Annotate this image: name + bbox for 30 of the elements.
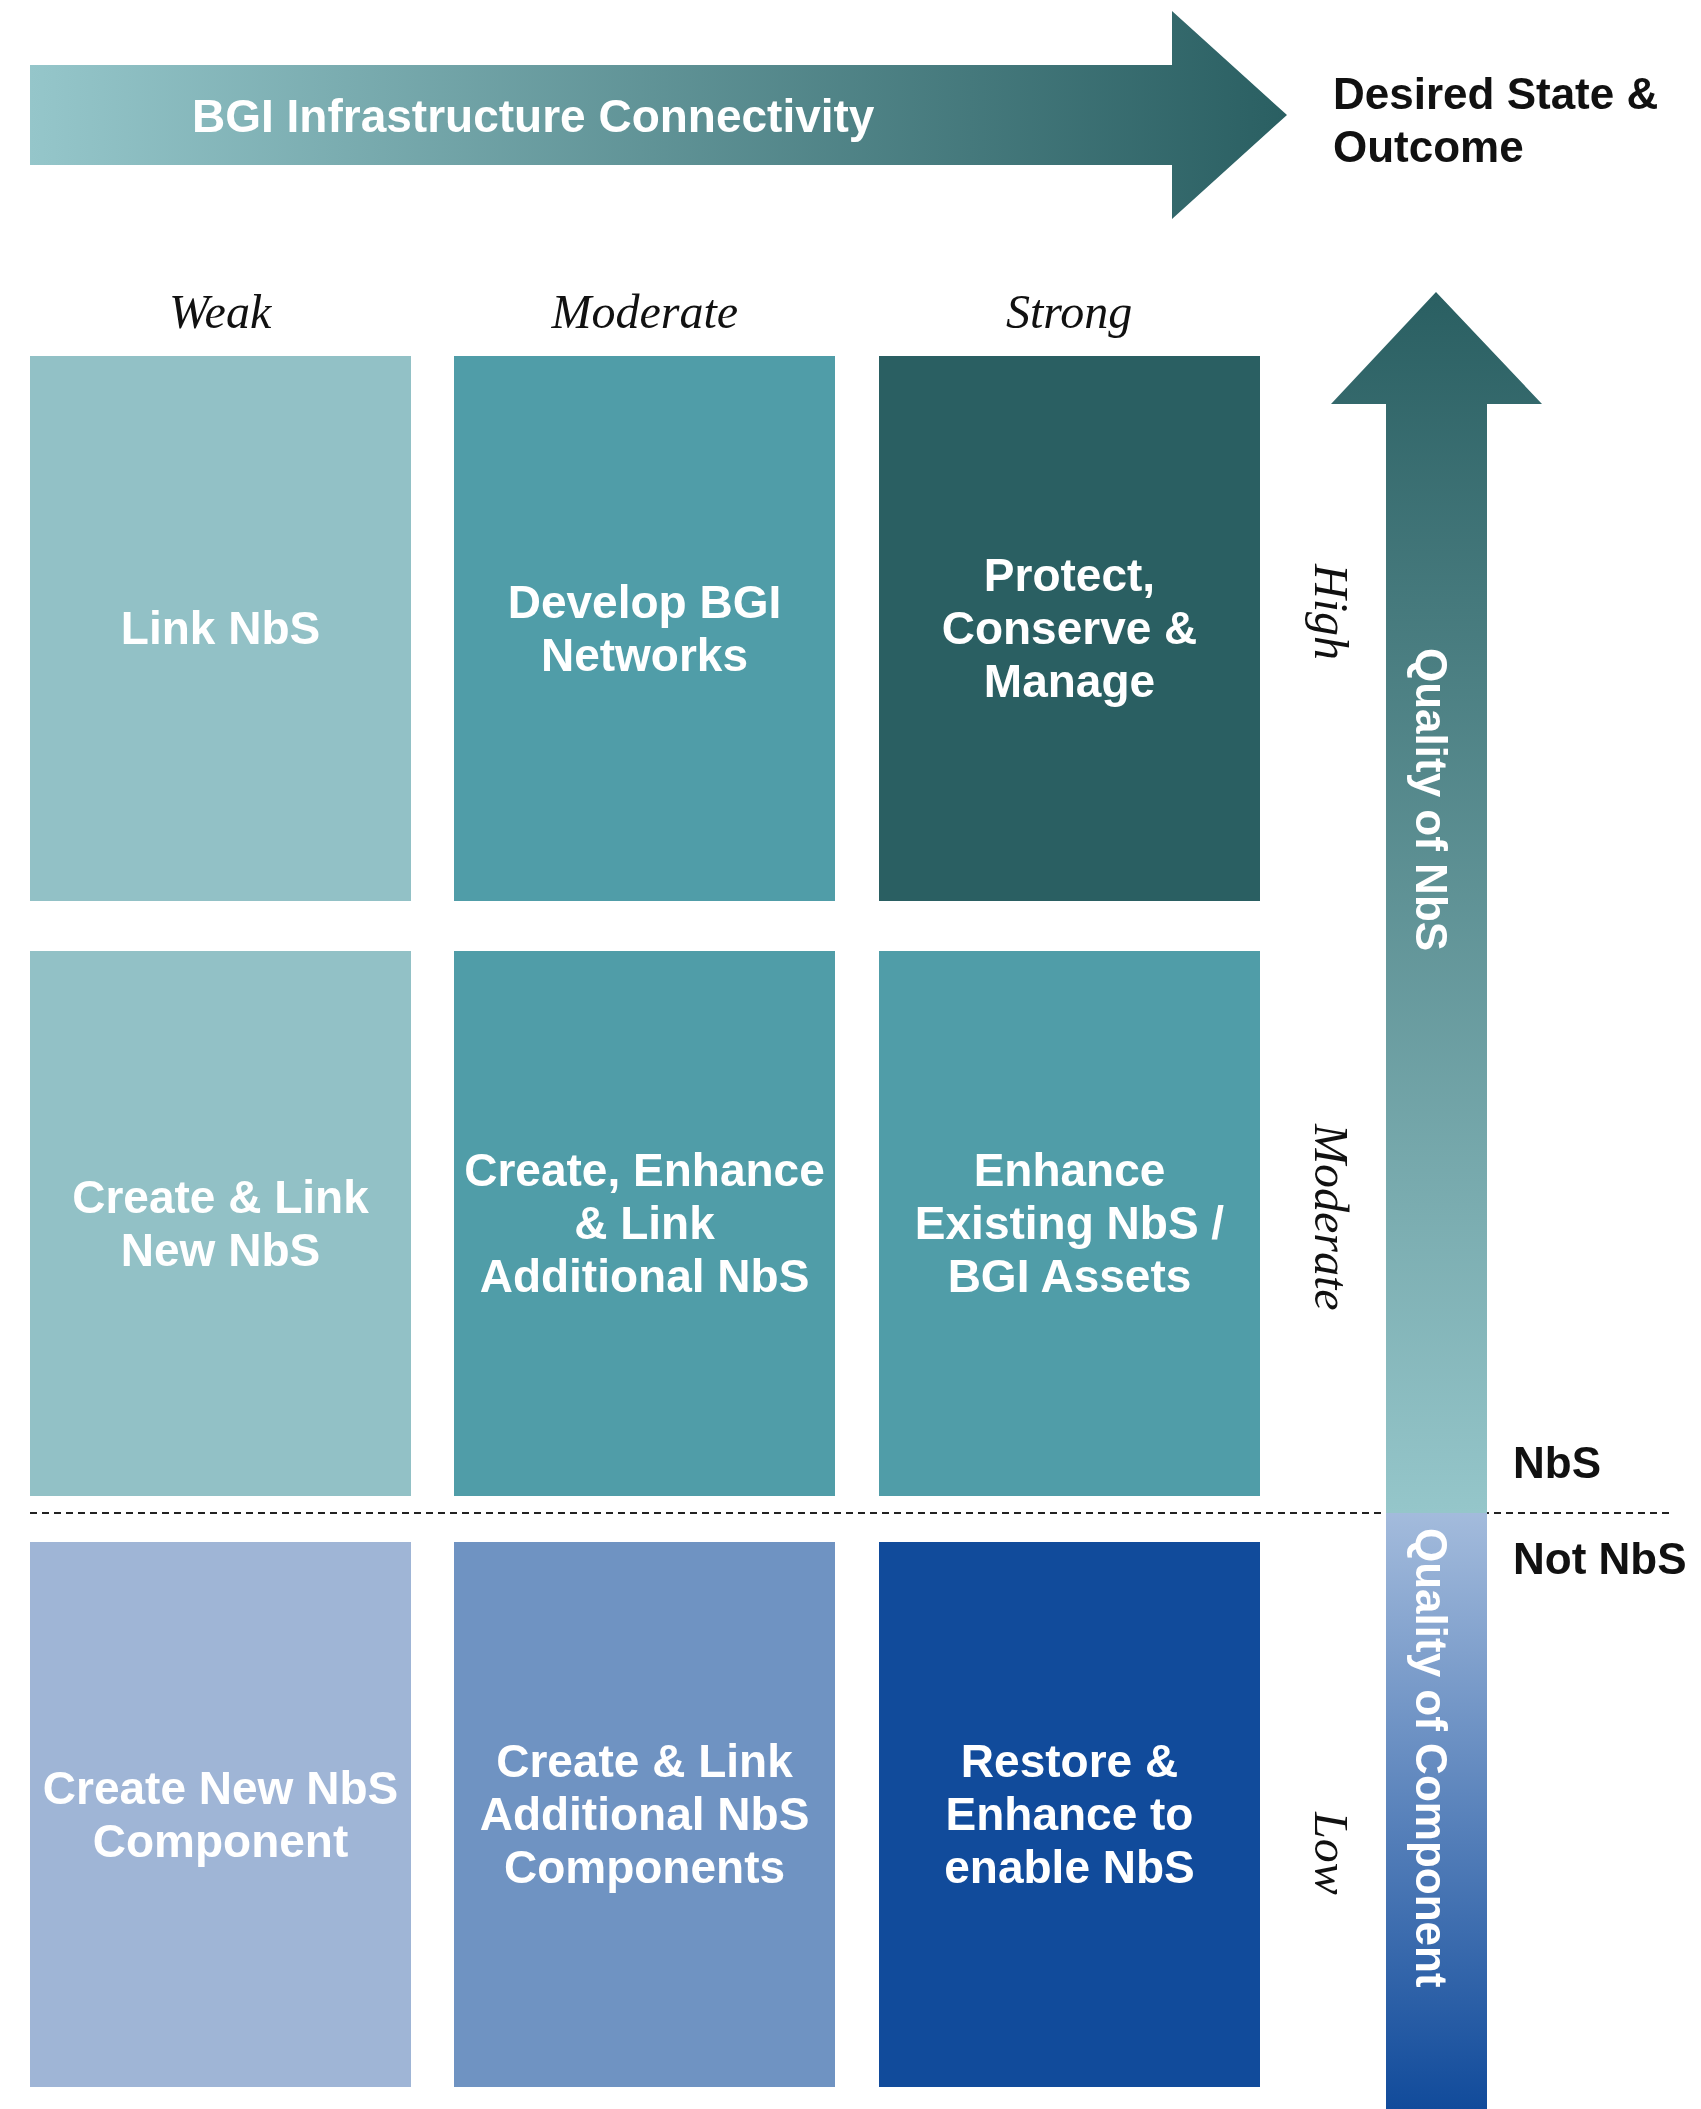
strategy-cell xyxy=(30,951,411,1496)
row-heading: High xyxy=(1303,564,1359,660)
row-heading: Low xyxy=(1303,1811,1359,1895)
axis-note: Not NbS xyxy=(1513,1533,1688,1585)
arrow-label: Quality of Component xyxy=(1409,1528,1453,1988)
strategy-cell xyxy=(454,1542,835,2087)
cell-text: Restore & Enhance to enable NbS xyxy=(943,1735,1196,1894)
strategy-cell xyxy=(30,1542,411,2087)
column-heading: Weak xyxy=(169,284,272,339)
axis-note: NbS xyxy=(1513,1437,1602,1489)
column-heading: Strong xyxy=(1006,284,1133,339)
cell-text: Create & Link Additional NbS Components xyxy=(478,1735,811,1894)
cell-text: Create, Enhance & Link Additional NbS xyxy=(464,1144,825,1303)
strategy-cell xyxy=(454,356,835,901)
strategy-cell xyxy=(879,951,1260,1496)
strategy-cell xyxy=(879,356,1260,901)
cell-text: Link NbS xyxy=(120,602,321,655)
cell-text: Enhance Existing NbS / BGI Assets xyxy=(913,1144,1226,1303)
cell-text: Create New NbS Component xyxy=(41,1761,400,1868)
strategy-cell xyxy=(454,951,835,1496)
strategy-cell xyxy=(879,1542,1260,2087)
cell-text: Protect, Conserve & Manage xyxy=(940,549,1199,708)
column-heading: Moderate xyxy=(551,284,739,339)
axis-note: Desired State & Outcome xyxy=(1333,68,1660,173)
cell-text: Develop BGI Networks xyxy=(506,575,783,682)
strategy-cell xyxy=(30,356,411,901)
arrow-label: Quality of NbS xyxy=(1409,648,1453,952)
cell-text: Create & Link New NbS xyxy=(71,1170,370,1277)
row-heading: Moderate xyxy=(1303,1123,1359,1311)
arrow-label: BGI Infrastructure Connectivity xyxy=(192,89,875,143)
